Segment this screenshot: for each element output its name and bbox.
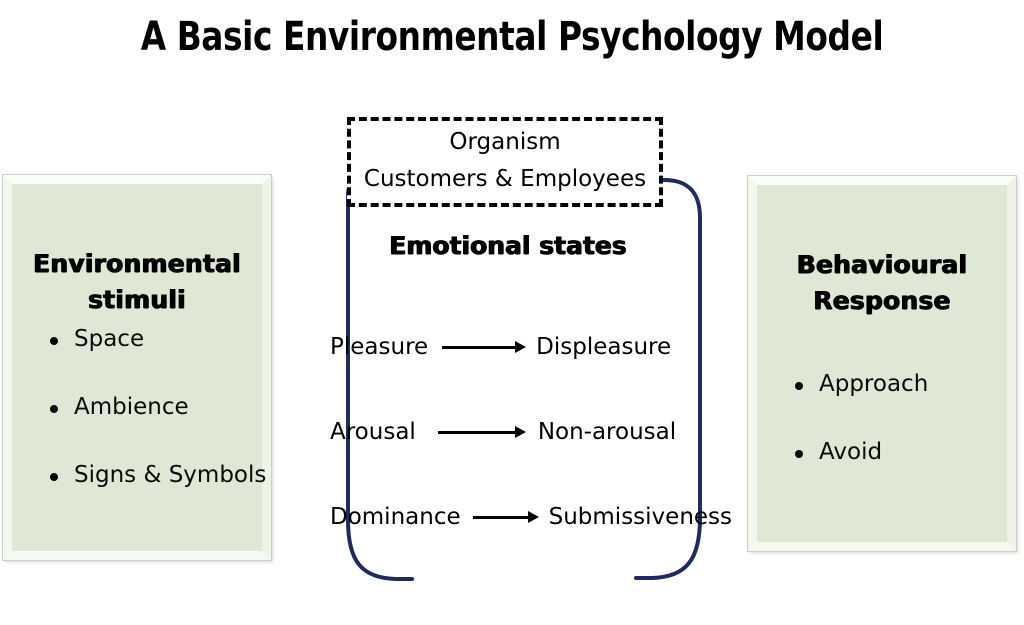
pair-row: Arousal Non-arousal <box>330 411 710 453</box>
panel-right-heading: Behavioural Response <box>757 247 1007 319</box>
bracket-top-right-curve <box>662 178 702 220</box>
organism-title: Organism <box>449 129 561 155</box>
panel-left-bullet-list: Space Ambience Signs & Symbols <box>12 326 298 530</box>
page-title: A Basic Environmental Psychology Model <box>140 14 884 60</box>
panel-left-heading: Environmental stimuli <box>12 246 262 318</box>
list-item: Ambience <box>48 394 298 420</box>
organism-box: Organism Customers & Employees <box>347 117 663 207</box>
list-item: Avoid <box>793 439 1024 465</box>
behavioural-response-panel: Behavioural Response Approach Avoid <box>747 175 1017 552</box>
pair-row: Dominance Submissiveness <box>330 496 732 538</box>
panel-right-heading-line1: Behavioural <box>796 250 968 279</box>
list-item: Signs & Symbols <box>48 462 298 488</box>
pair-from-label: Pleasure <box>330 334 429 360</box>
pair-to-label: Displeasure <box>536 334 672 360</box>
pair-to-label: Submissiveness <box>548 504 733 530</box>
pair-row: Pleasure Displeasure <box>330 326 710 368</box>
organism-subtitle: Customers & Employees <box>363 166 647 192</box>
pair-from-label: Dominance <box>330 504 461 530</box>
arrow-right-icon <box>442 341 527 353</box>
emotional-state-pairs: Pleasure Displeasure Arousal Non-arousal… <box>330 326 732 581</box>
panel-left-inner: Environmental stimuli Space Ambience Sig… <box>12 184 266 551</box>
environmental-stimuli-panel: Environmental stimuli Space Ambience Sig… <box>2 174 272 561</box>
emotional-states-heading: Emotional states <box>389 231 627 260</box>
panel-right-inner: Behavioural Response Approach Avoid <box>757 185 1007 542</box>
pair-to-label: Non-arousal <box>537 419 677 445</box>
panel-left-heading-line2: stimuli <box>88 285 186 314</box>
panel-right-bullet-list: Approach Avoid <box>757 371 1024 507</box>
list-item: Approach <box>793 371 1024 397</box>
panel-right-heading-line2: Response <box>813 286 951 315</box>
list-item: Space <box>48 326 298 352</box>
panel-left-heading-line1: Environmental <box>33 249 241 278</box>
pair-from-label: Arousal <box>330 419 416 445</box>
arrow-right-icon <box>472 511 539 523</box>
arrow-right-icon <box>437 426 526 438</box>
